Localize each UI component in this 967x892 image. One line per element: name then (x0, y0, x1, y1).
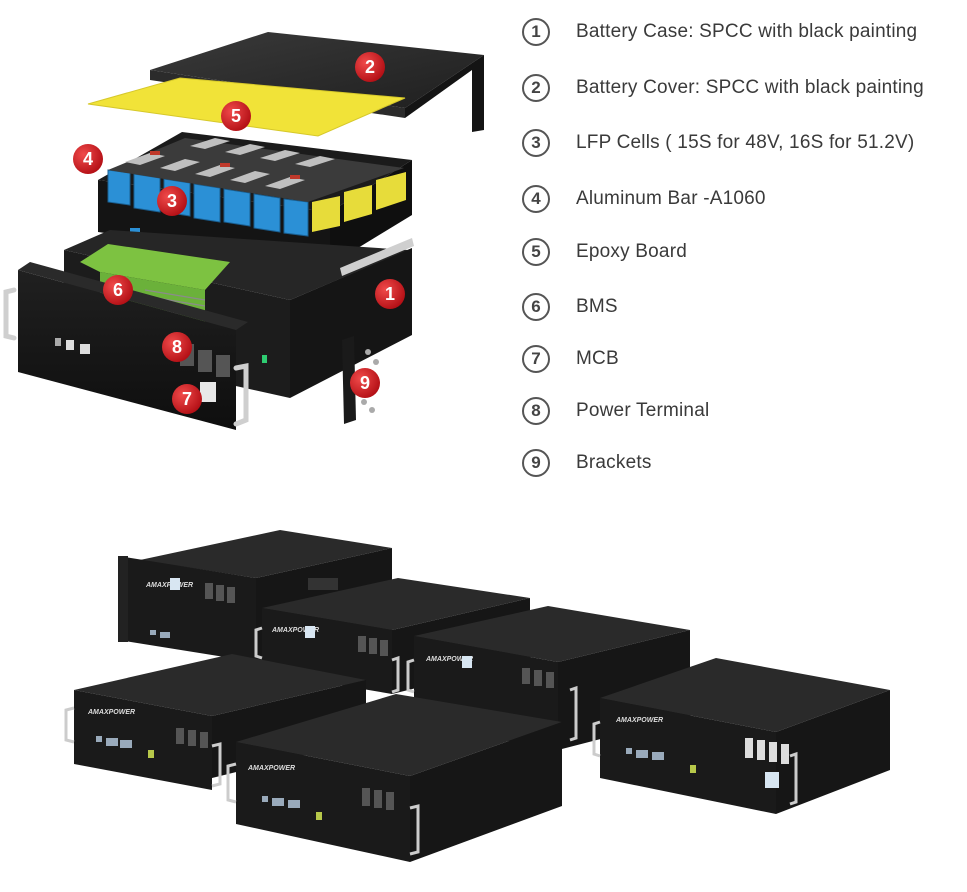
product-renders: AMAXPOWER AMAXPOWER (64, 530, 890, 862)
callout-4: 4 (73, 144, 103, 174)
legend-number: 8 (522, 397, 550, 425)
svg-text:7: 7 (182, 389, 192, 409)
svg-text:AMAXPOWER: AMAXPOWER (87, 709, 135, 716)
legend-item-9: 9 Brackets (522, 445, 652, 481)
battery-unit-f: AMAXPOWER (226, 694, 562, 862)
legend-label: Battery Cover: SPCC with black painting (576, 77, 924, 98)
legend-label: Brackets (576, 452, 652, 473)
svg-text:1: 1 (385, 284, 395, 304)
svg-text:2: 2 (365, 57, 375, 77)
callout-markers: 1 2 3 4 5 6 7 8 9 (73, 52, 405, 414)
legend-item-7: 7 MCB (522, 341, 619, 377)
svg-text:3: 3 (167, 191, 177, 211)
legend-number: 2 (522, 74, 550, 102)
legend-label: Battery Case: SPCC with black painting (576, 21, 918, 42)
legend-item-8: 8 Power Terminal (522, 393, 709, 429)
svg-text:AMAXPOWER: AMAXPOWER (615, 717, 663, 724)
legend-number: 9 (522, 449, 550, 477)
svg-text:AMAXPOWER: AMAXPOWER (271, 627, 319, 634)
svg-text:AMAXPOWER: AMAXPOWER (247, 765, 295, 772)
legend-label: Aluminum Bar -A1060 (576, 188, 766, 209)
callout-9: 9 (350, 368, 380, 398)
battery-unit-d: AMAXPOWER (592, 658, 890, 814)
legend-number: 7 (522, 345, 550, 373)
legend-label: LFP Cells ( 15S for 48V, 16S for 51.2V) (576, 132, 915, 153)
legend-number: 5 (522, 238, 550, 266)
legend-number: 4 (522, 185, 550, 213)
legend-item-5: 5 Epoxy Board (522, 234, 687, 270)
bms-board (80, 244, 230, 290)
legend-item-2: 2 Battery Cover: SPCC with black paintin… (522, 70, 924, 106)
legend-number: 6 (522, 293, 550, 321)
callout-7: 7 (172, 384, 202, 414)
legend-label: MCB (576, 348, 619, 369)
svg-text:AMAXPOWER: AMAXPOWER (425, 656, 473, 663)
svg-text:5: 5 (231, 106, 241, 126)
legend-number: 1 (522, 18, 550, 46)
legend-label: Power Terminal (576, 400, 710, 421)
legend-item-1: 1 Battery Case: SPCC with black painting (522, 14, 917, 50)
svg-text:9: 9 (360, 373, 370, 393)
svg-text:6: 6 (113, 280, 123, 300)
callout-1: 1 (375, 279, 405, 309)
legend-item-6: 6 BMS (522, 289, 618, 325)
callout-8: 8 (162, 332, 192, 362)
legend-label: BMS (576, 296, 618, 317)
callout-2: 2 (355, 52, 385, 82)
svg-text:AMAXPOWER: AMAXPOWER (145, 582, 193, 589)
legend-item-3: 3 LFP Cells ( 15S for 48V, 16S for 51.2V… (522, 125, 914, 161)
bracket (342, 336, 379, 424)
legend-number: 3 (522, 129, 550, 157)
svg-text:8: 8 (172, 337, 182, 357)
callout-3: 3 (157, 186, 187, 216)
svg-text:4: 4 (83, 149, 93, 169)
callout-5: 5 (221, 101, 251, 131)
legend-label: Epoxy Board (576, 241, 687, 262)
callout-6: 6 (103, 275, 133, 305)
legend-item-4: 4 Aluminum Bar -A1060 (522, 181, 766, 217)
